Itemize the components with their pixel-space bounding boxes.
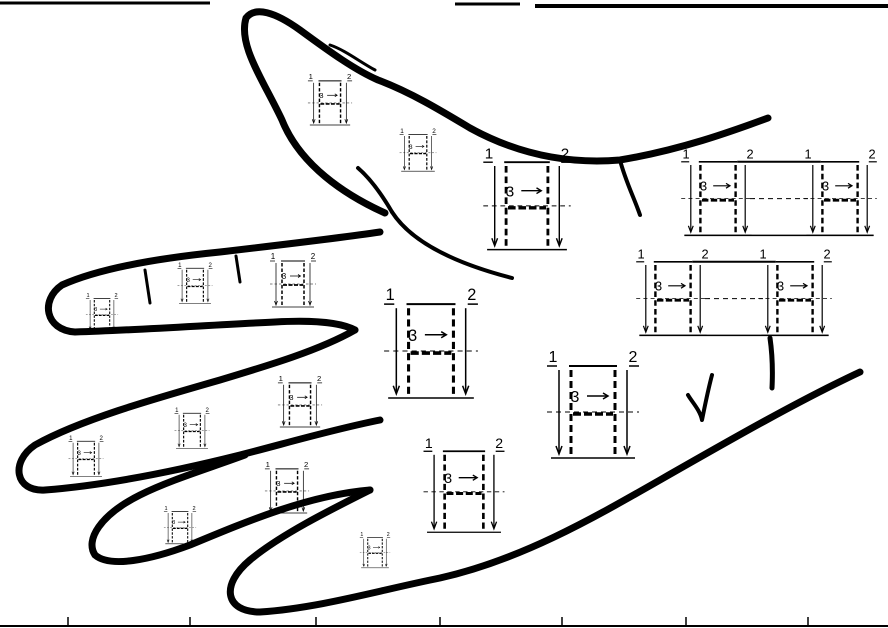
index-finger-outline [44, 228, 384, 336]
label-3: 3 [506, 183, 514, 200]
label-1: 1 [804, 147, 811, 162]
label-1: 1 [485, 145, 493, 162]
label-3: 3 [444, 470, 452, 486]
thumb-web [390, 210, 514, 280]
stitch-symbol: 1 2 3 [382, 286, 480, 400]
label-1: 1 [759, 247, 766, 262]
label-1: 1 [279, 374, 283, 383]
stitch-symbol: 1 2 3 [269, 252, 317, 308]
label-3: 3 [172, 520, 175, 526]
stitch-symbol: 1 2 3 [545, 349, 641, 460]
label-1: 1 [69, 435, 73, 442]
label-2: 2 [823, 247, 830, 262]
double-stitch-group: 1 2 3 1 2 3 [679, 147, 879, 237]
label-3: 3 [289, 393, 293, 402]
ring-finger-outline [88, 451, 374, 566]
label-3: 3 [186, 277, 190, 284]
label-2: 2 [467, 286, 476, 304]
stitch-symbol: 1 2 3 [307, 72, 353, 126]
label-2: 2 [432, 128, 436, 135]
stitch-symbol: 1 2 3 [264, 460, 310, 514]
label-2: 2 [868, 147, 875, 162]
label-2: 2 [206, 407, 210, 414]
stitch-symbol: 1 2 3 [67, 435, 105, 477]
hand-outline [15, 8, 864, 616]
label-2: 2 [304, 460, 308, 469]
label-1: 1 [425, 435, 433, 451]
label-1: 1 [360, 532, 363, 538]
label-1: 1 [682, 147, 689, 162]
stitch-symbol: 1 2 3 [163, 506, 197, 545]
label-3: 3 [282, 272, 287, 281]
label-1: 1 [271, 252, 276, 261]
label-1: 1 [309, 72, 313, 81]
label-2: 2 [387, 532, 390, 538]
label-3: 3 [276, 479, 280, 488]
label-3: 3 [408, 327, 417, 345]
label-2: 2 [347, 72, 351, 81]
stitch-symbol: 1 2 3 [173, 407, 211, 449]
label-2: 2 [495, 435, 503, 451]
label-3: 3 [700, 179, 707, 194]
label-2: 2 [561, 145, 569, 162]
stitch-symbol: 1 2 3 [421, 435, 507, 534]
ruler-ticks [67, 617, 809, 626]
stitch-symbol: 1 2 3 [801, 147, 879, 237]
label-3: 3 [77, 450, 81, 457]
label-1: 1 [178, 262, 182, 269]
label-2: 2 [629, 349, 638, 366]
label-1: 1 [400, 128, 404, 135]
label-3: 3 [94, 307, 97, 313]
label-2: 2 [317, 374, 321, 383]
label-2: 2 [209, 262, 213, 269]
label-3: 3 [655, 279, 662, 294]
label-1: 1 [637, 247, 644, 262]
label-2: 2 [192, 506, 195, 512]
label-3: 3 [409, 144, 413, 151]
label-3: 3 [777, 279, 784, 294]
stitch-symbol: 1 2 3 [756, 247, 834, 337]
stitch-symbol: 1 2 3 [176, 262, 214, 304]
top-edge-marks [0, 1, 888, 8]
label-2: 2 [311, 252, 316, 261]
label-1: 1 [549, 349, 558, 366]
label-3: 3 [368, 545, 371, 551]
stitch-symbol: 1 2 3 [679, 147, 757, 237]
stitch-symbol: 1 2 3 [277, 374, 323, 428]
middle-finger-outline [15, 326, 384, 494]
label-2: 2 [114, 293, 117, 299]
little-finger-outline [226, 368, 864, 616]
stitch-symbol: 1 2 3 [481, 145, 573, 252]
label-3: 3 [183, 422, 187, 429]
label-1: 1 [266, 460, 270, 469]
label-3: 3 [822, 179, 829, 194]
label-2: 2 [746, 147, 753, 162]
stitch-symbol: 1 2 3 [359, 532, 391, 569]
stitch-symbol: 1 2 3 [85, 293, 119, 332]
label-1: 1 [386, 286, 395, 304]
label-2: 2 [701, 247, 708, 262]
label-3: 3 [319, 91, 323, 100]
stitch-symbol: 1 2 3 [398, 128, 438, 172]
double-stitch-group: 1 2 3 1 2 3 [634, 247, 834, 337]
label-3: 3 [571, 389, 580, 406]
label-1: 1 [86, 293, 89, 299]
label-2: 2 [100, 435, 104, 442]
label-1: 1 [175, 407, 179, 414]
stitch-symbol: 1 2 3 [634, 247, 712, 337]
double-stitch-symbols: 1 2 3 1 2 3 1 2 3 1 2 3 [634, 147, 879, 337]
label-1: 1 [164, 506, 167, 512]
